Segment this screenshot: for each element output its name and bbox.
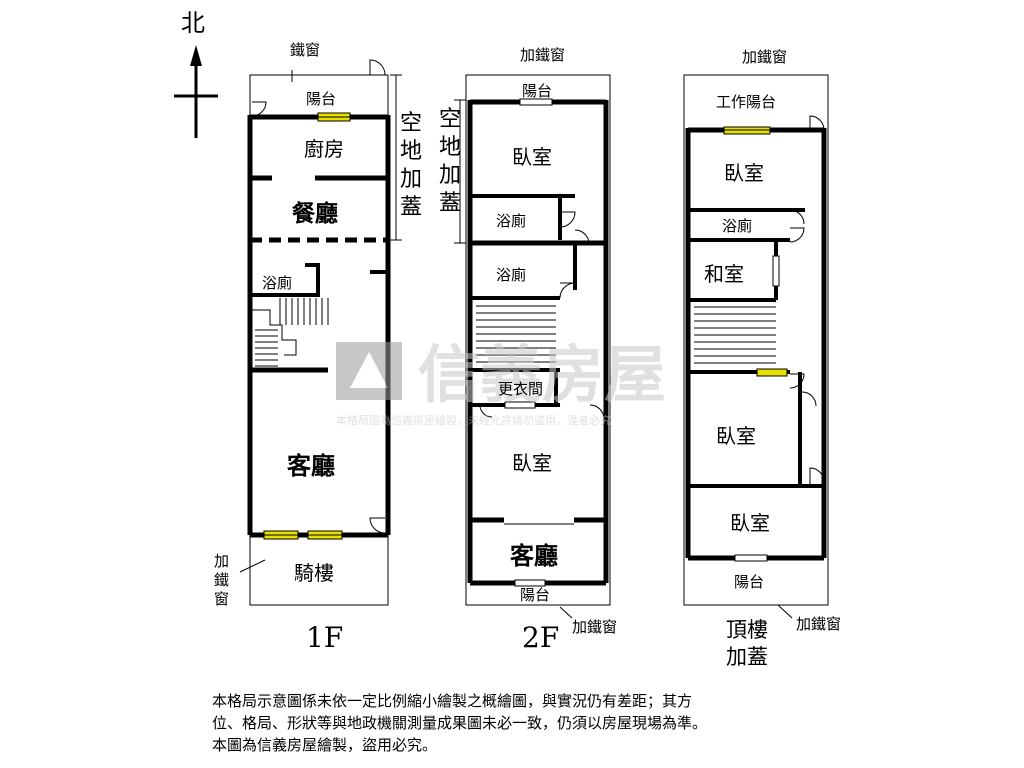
f1-balcony-label: 陽台: [306, 90, 336, 108]
disclaimer-note: 本格局示意圖係未依一定比例縮小繪製之概繪圖，與實況仍有差距；其方 位、格局、形狀…: [212, 690, 932, 756]
f3-japanese-room: 和室: [704, 262, 744, 286]
f3-floor-name-line-1: 頂樓: [726, 618, 768, 642]
f1-extension-char-2: 地: [400, 139, 422, 164]
f2-extension-char-1: 空: [439, 107, 461, 132]
f3-iron-window-bottom: 加鐵窗: [796, 615, 841, 633]
f3-balcony-bottom: 陽台: [734, 573, 764, 591]
f3-bedroom-3: 臥室: [730, 511, 770, 535]
north-label: 北: [181, 9, 205, 37]
f2-bedroom-1: 臥室: [512, 145, 552, 169]
f3-floor-name-line-2: 加蓋: [726, 645, 768, 669]
f2-closet: 更衣間: [498, 380, 543, 398]
watermark-brand: 信義房屋: [418, 338, 666, 411]
f2-iron-window-top: 加鐵窗: [520, 46, 565, 64]
f2-bedroom-2: 臥室: [512, 451, 552, 475]
watermark-notice: 本格局圖為信義房屋繪製，未經允許請勿盜用，違者必究: [336, 413, 611, 427]
f3-bathroom: 浴廁: [722, 217, 752, 235]
f2-extension-char-2: 地: [439, 135, 461, 160]
f3-bedroom-1: 臥室: [724, 161, 764, 185]
disclaimer-line-3: 本圖為信義房屋繪製，盜用必究。: [212, 736, 438, 754]
f2-bathroom-1: 浴廁: [496, 212, 526, 230]
compass-arrow-icon: [174, 45, 218, 138]
f2-floor-name: 2F: [522, 621, 559, 654]
f1-side-iron-window-3: 窗: [214, 590, 229, 608]
disclaimer-line-1: 本格局示意圖係未依一定比例縮小繪製之概繪圖，與實況仍有差距；其方: [212, 692, 693, 710]
disclaimer-line-2: 位、格局、形狀等與地政機關測量成果圖未必一致，仍須以房屋現場為準。: [212, 714, 708, 732]
f2-extension-char-4: 蓋: [439, 191, 461, 216]
f1-extension-char-1: 空: [400, 111, 422, 136]
f1-floor-name: 1F: [306, 621, 343, 654]
f2-bathroom-2: 浴廁: [496, 266, 526, 284]
f3-work-balcony: 工作陽台: [716, 93, 776, 111]
f2-living: 客廳: [510, 541, 558, 570]
f1-living-label: 客廳: [287, 451, 335, 480]
f2-balcony-bottom: 陽台: [520, 586, 550, 604]
f2-iron-window-bottom: 加鐵窗: [572, 618, 617, 636]
f1-side-iron-window-1: 加: [214, 552, 229, 570]
watermark-logo: 信義房屋 本格局圖為信義房屋繪製，未經允許請勿盜用，違者必究: [336, 338, 666, 427]
f2-balcony-top: 陽台: [522, 82, 552, 100]
f3-bedroom-2: 臥室: [716, 424, 756, 448]
floor-1-plan: [239, 59, 402, 606]
f3-iron-window-top: 加鐵窗: [742, 48, 787, 66]
f1-side-iron-window-2: 鐵: [214, 571, 229, 589]
floor-2-plan: [454, 74, 611, 619]
f1-dining-label: 餐廳: [292, 200, 338, 227]
floor-3-plan: [683, 74, 829, 619]
f1-extension-char-3: 加: [400, 167, 422, 192]
f1-bathroom-label: 浴廁: [262, 274, 292, 292]
f1-kitchen-label: 廚房: [304, 137, 344, 161]
f1-arcade-label: 騎樓: [294, 561, 334, 585]
f2-extension-char-3: 加: [439, 163, 461, 188]
f1-iron-window-label: 鐵窗: [290, 41, 320, 59]
f1-extension-char-4: 蓋: [400, 195, 422, 220]
